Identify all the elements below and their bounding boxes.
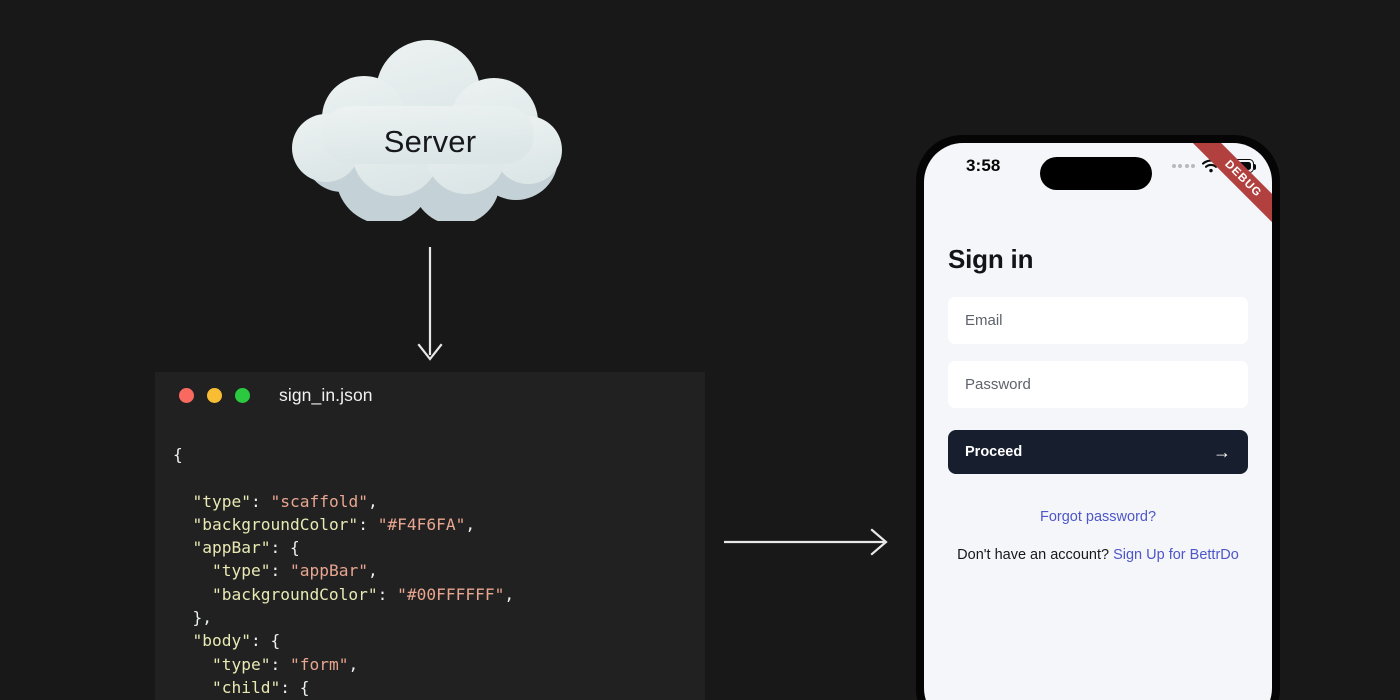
minimize-window-icon[interactable] (207, 387, 222, 403)
status-time: 3:58 (966, 156, 1001, 175)
signal-dots-icon (1171, 164, 1195, 168)
code-line: }, (173, 606, 705, 629)
code-line: "type": "appBar", (173, 559, 705, 582)
cloud-shape-icon (292, 40, 562, 221)
code-filename: sign_in.json (279, 384, 373, 405)
code-token-key: "body" (192, 631, 251, 651)
code-token-punct: : (377, 584, 398, 604)
code-token-punct: }, (192, 608, 213, 628)
code-token-punct: : (250, 491, 271, 511)
password-field[interactable]: Password (948, 361, 1248, 408)
signup-row: Don't have an account? Sign Up for Bettr… (948, 547, 1248, 563)
code-token-punct: , (367, 561, 378, 581)
phone-mockup: DEBUG 3:58 Sign in Email (916, 135, 1280, 700)
server-cloud: Server (288, 36, 572, 221)
code-line: "backgroundColor": "#00FFFFFF", (173, 583, 705, 606)
code-token-punct: , (348, 654, 359, 674)
code-token-punct: { (173, 445, 183, 464)
code-token-punct: , (465, 514, 476, 534)
forgot-password-link[interactable]: Forgot password? (1039, 509, 1157, 525)
code-token-str: "appBar" (289, 561, 368, 581)
arrow-down-icon (417, 247, 443, 361)
maximize-window-icon[interactable] (235, 387, 250, 403)
code-line: "child": { (173, 676, 705, 699)
code-token-key: "backgroundColor" (211, 584, 378, 604)
code-token-punct: , (504, 584, 515, 604)
code-editor-titlebar: sign_in.json (155, 372, 705, 418)
code-token-key: "type" (211, 654, 271, 674)
code-token-str: "scaffold" (270, 491, 368, 511)
code-line: { (173, 443, 705, 466)
code-line: "type": "form", (173, 653, 705, 676)
password-placeholder: Password (965, 376, 1031, 393)
code-token-punct: : (358, 514, 378, 534)
code-token-str: "#00FFFFFF" (397, 584, 505, 604)
signup-prefix: Don't have an account? (957, 547, 1110, 563)
code-token-key: "backgroundColor" (192, 514, 359, 534)
code-token-punct: : { (270, 538, 300, 558)
dynamic-island (1040, 157, 1152, 190)
phone-screen: DEBUG 3:58 Sign in Email (924, 143, 1272, 700)
close-window-icon[interactable] (179, 387, 194, 403)
code-line: "body": { (173, 629, 705, 652)
code-token-punct: : (270, 654, 290, 674)
code-line (173, 466, 705, 489)
code-token-punct: : { (250, 631, 281, 651)
code-editor-panel: sign_in.json { "type": "scaffold", "back… (155, 372, 705, 700)
email-field[interactable]: Email (948, 297, 1248, 344)
signin-form: Sign in Email Password Proceed → Forgot … (924, 244, 1272, 563)
code-token-key: "appBar" (192, 538, 271, 558)
page-title: Sign in (948, 244, 1034, 274)
code-content[interactable]: { "type": "scaffold", "backgroundColor":… (155, 418, 705, 700)
signup-link[interactable]: Sign Up for BettrDo (1113, 547, 1239, 563)
code-token-key: "type" (211, 561, 271, 581)
arrow-right-icon: → (1213, 442, 1231, 462)
proceed-button[interactable]: Proceed → (948, 430, 1248, 474)
code-token-str: "#F4F6FA" (377, 514, 466, 534)
code-token-punct: : { (280, 677, 310, 697)
code-line: "type": "scaffold", (173, 490, 705, 513)
cloud-label: Server (383, 123, 477, 159)
code-line: "appBar": { (173, 536, 705, 559)
status-bar: 3:58 (924, 143, 1272, 195)
code-token-punct: , (367, 491, 378, 511)
code-token-str: "form" (289, 654, 349, 674)
code-token-key: "type" (192, 491, 251, 511)
code-line: "backgroundColor": "#F4F6FA", (173, 513, 705, 536)
arrow-right-icon (724, 528, 888, 556)
code-token-key: "child" (211, 677, 281, 697)
code-token-punct: : (270, 561, 290, 581)
email-placeholder: Email (965, 312, 1003, 329)
proceed-button-label: Proceed (965, 444, 1023, 460)
window-traffic-lights (179, 387, 250, 403)
